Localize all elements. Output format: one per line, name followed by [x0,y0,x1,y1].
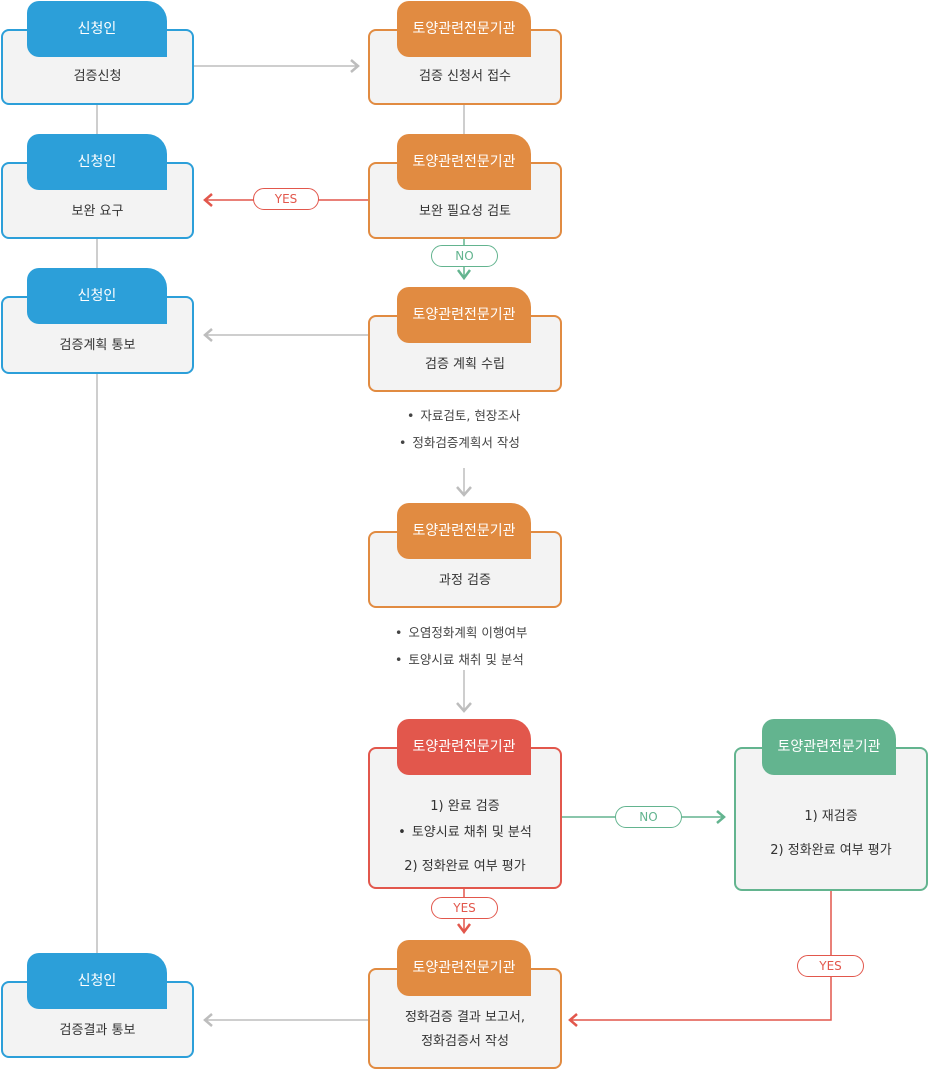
plan-note-1: •자료검토, 현장조사 [407,408,521,423]
supplement-request-tag: 신청인 [27,134,167,190]
complete-line-3: 2) 정화완료 여부 평가 [404,859,526,874]
report-to-result-arrow [203,1013,213,1027]
receive-text: 검증 신청서 접수 [419,69,511,84]
plan-text: 검증 계획 수립 [424,356,506,372]
no-badge-review: NO [431,245,498,267]
complete-no-arrow [716,810,726,824]
supplement-request-text: 보완 요구 [71,203,124,219]
plan-notify-text: 검증계획 통보 [59,338,136,353]
complete-yes-arrow [457,923,471,935]
report-line-1: 정화검증 결과 보고서, [404,1009,526,1025]
reverify-line-2: 2) 정화완료 여부 평가 [770,843,892,858]
plan-to-process-arrow [456,486,472,497]
plan-notify-tag: 신청인 [27,268,167,324]
supplement-review-tag: 토양관련전문기관 [397,134,531,190]
plan-tag: 토양관련전문기관 [397,287,531,343]
reverify-yes-line [570,890,832,1021]
process-text: 과정 검증 [439,572,491,588]
yes-badge-reverify: YES [797,955,864,977]
process-note-2: •토양시료 채취 및 분석 [395,652,524,667]
report-tag: 토양관련전문기관 [397,940,531,996]
process-tag: 토양관련전문기관 [397,503,531,559]
review-no-arrow [457,269,471,281]
process-note-1: •오염정화계획 이행여부 [395,625,528,640]
process-to-complete-arrow [456,702,472,713]
review-yes-arrow [203,193,213,207]
reverify-tag: 토양관련전문기관 [762,719,896,775]
yes-badge-review: YES [253,188,319,210]
plan-to-notify-arrow [203,328,213,342]
reverify-line-1: 1) 재검증 [804,809,858,824]
receive-tag: 토양관련전문기관 [397,1,531,57]
plan-note-2: •정화검증계획서 작성 [399,435,520,450]
apply-to-receive-arrow [350,59,360,73]
complete-line-2: •토양시료 채취 및 분석 [398,825,532,840]
result-notify-tag: 신청인 [27,953,167,1009]
apply-text: 검증신청 [73,69,122,84]
no-badge-complete: NO [615,806,682,828]
complete-line-1: 1) 완료 검증 [430,799,500,814]
reverify-yes-arrow [568,1013,578,1027]
complete-verify-tag: 토양관련전문기관 [397,719,531,775]
report-line-2: 정화검증서 작성 [421,1033,509,1049]
yes-badge-complete: YES [431,897,498,919]
apply-tag: 신청인 [27,1,167,57]
result-notify-text: 검증결과 통보 [59,1022,136,1038]
supplement-review-text: 보완 필요성 검토 [419,203,511,219]
